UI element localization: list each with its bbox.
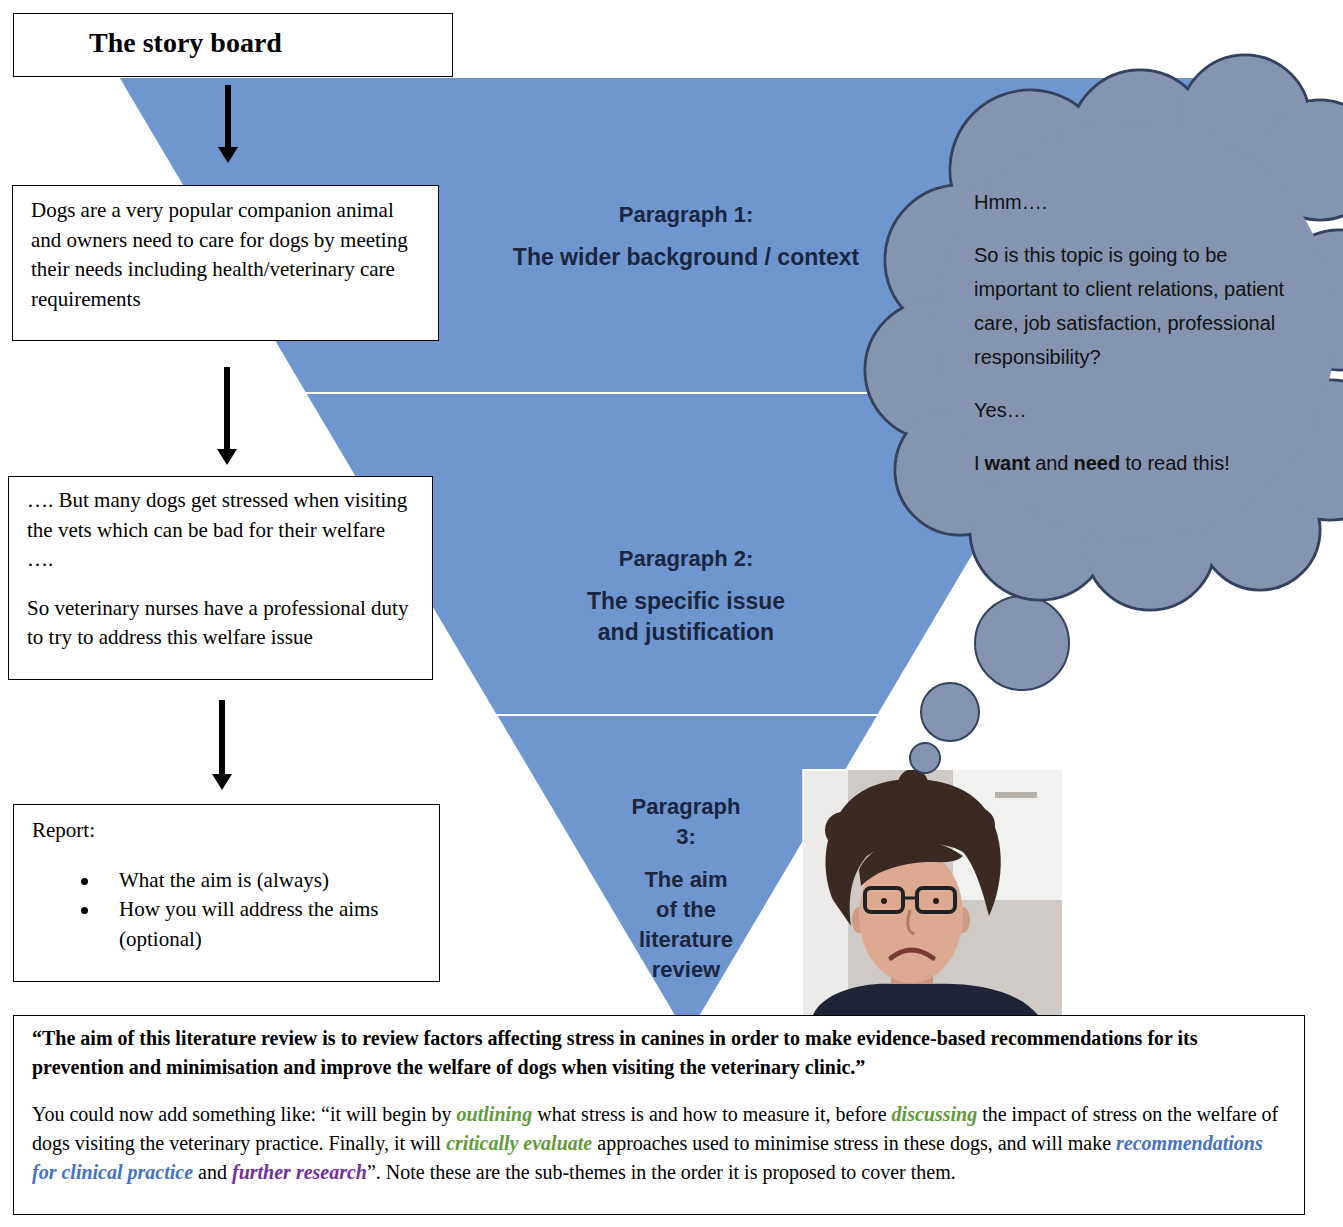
photo-nose	[908, 910, 914, 934]
node-text: What the aim is (always)	[119, 868, 329, 892]
funnel-band: Paragraph 3: The aim of the literature re…	[496, 715, 879, 1038]
photo-glasses	[917, 888, 955, 912]
text-block: So is this topic is going to be importan…	[974, 238, 1304, 374]
node-text: Yes…	[974, 399, 1027, 421]
node-text: want	[985, 452, 1031, 474]
text-block: So veterinary nurses have a professional…	[27, 594, 414, 653]
node-text: Paragraph 3:	[632, 794, 741, 849]
photo-hair-curl	[898, 770, 928, 799]
node-text: approaches used to minimise stress in th…	[597, 1132, 1111, 1154]
photo-wall-right	[953, 770, 1062, 900]
photo-shelf	[995, 792, 1037, 798]
cloud-fill	[935, 120, 1335, 540]
photo-hair-curl	[825, 812, 861, 848]
node-text: and	[1035, 452, 1068, 474]
photo-glasses-bridge	[903, 897, 917, 900]
thought-bubble	[921, 683, 979, 741]
node-text: to read this!	[1125, 452, 1230, 474]
bullet-item: How you will address the aims (optional)	[119, 895, 421, 954]
photo-shirt	[813, 984, 1038, 1015]
node-text: The wider background / context	[513, 244, 859, 270]
node-text: critically evaluate	[446, 1132, 592, 1154]
text-block: The aim of the literature review	[636, 865, 736, 985]
funnel-band-fill	[496, 715, 879, 1038]
thought-cloud: Hmm…. So is this topic is going to be imp…	[870, 78, 1343, 608]
flow-arrow	[219, 700, 225, 774]
text-block: Paragraph 1:	[476, 199, 896, 230]
node-text: You could now add something like: “it wi…	[32, 1103, 452, 1125]
node-text: So veterinary nurses have a professional…	[27, 596, 408, 650]
thought-bubble	[910, 743, 940, 773]
node-text: further research	[232, 1161, 367, 1183]
photo-illustration	[803, 770, 1062, 1015]
node-text: I	[974, 452, 980, 474]
node-text: discussing	[892, 1103, 978, 1125]
text-block: Report:	[32, 816, 421, 846]
node-text: Dogs are a very popular companion animal…	[31, 198, 408, 311]
band-text: Paragraph 2: The specific issue and justi…	[566, 543, 806, 648]
text-block: The wider background / context	[476, 242, 896, 273]
aim-statement-box: “The aim of this literature review is to…	[13, 1015, 1305, 1215]
report-box: Report: What the aim is (always) How you w…	[13, 804, 440, 982]
text-block: The specific issue and justification	[566, 586, 806, 648]
node-text: Hmm….	[974, 191, 1047, 213]
node-text: The specific issue and justification	[587, 588, 785, 645]
text-block: Paragraph 2:	[566, 543, 806, 574]
node-text: Paragraph 2:	[619, 546, 754, 571]
photo-mouth	[891, 950, 933, 958]
node-text: what stress is and how to measure it, be…	[537, 1103, 886, 1125]
cloud-shape	[870, 78, 1343, 608]
photo-glasses	[865, 888, 903, 912]
text-block: You could now add something like: “it wi…	[32, 1100, 1286, 1187]
bullet-item: What the aim is (always)	[119, 866, 421, 896]
story-box: Dogs are a very popular companion animal…	[12, 185, 439, 341]
band-text: Paragraph 1: The wider background / conte…	[476, 199, 896, 273]
photo-hair-curl	[961, 808, 995, 842]
text-block: “The aim of this literature review is to…	[32, 1024, 1286, 1082]
story-board-box: The story board	[13, 13, 453, 77]
story-box: …. But many dogs get stressed when visit…	[8, 476, 433, 680]
flow-arrow	[224, 367, 230, 449]
text-block: The story board	[89, 26, 434, 60]
text-block: Paragraph 3:	[626, 792, 746, 852]
node-text: “The aim of this literature review is to…	[32, 1027, 1198, 1078]
node-text: The story board	[89, 27, 282, 58]
thought-bubble	[975, 596, 1069, 690]
node-text: How you will address the aims (optional)	[119, 897, 379, 951]
photo-fringe	[859, 840, 963, 886]
text-block: Dogs are a very popular companion animal…	[31, 196, 420, 314]
photo-eye	[933, 898, 939, 904]
node-text: …. But many dogs get stressed when visit…	[27, 488, 407, 571]
node-text: So is this topic is going to be importan…	[974, 244, 1284, 368]
node-text: Report:	[32, 818, 95, 842]
photo-background	[803, 770, 1062, 1015]
node-text: need	[1074, 452, 1121, 474]
photo-eye	[881, 898, 887, 904]
flow-arrow	[225, 85, 231, 147]
text-block: Hmm….	[974, 185, 1304, 219]
band-text: Paragraph 3: The aim of the literature re…	[621, 792, 751, 985]
node-text: and	[198, 1161, 227, 1183]
node-text: The aim of the literature review	[639, 867, 733, 982]
text-block: Iwantandneedto read this!	[974, 446, 1304, 480]
node-text: Paragraph 1:	[619, 202, 754, 227]
node-text: ”. Note these are the sub-themes in the …	[367, 1161, 956, 1183]
text-block: …. But many dogs get stressed when visit…	[27, 486, 414, 575]
cloud-text: Hmm…. So is this topic is going to be imp…	[974, 185, 1304, 480]
text-block: Yes…	[974, 393, 1304, 427]
node-text: outlining	[457, 1103, 533, 1125]
